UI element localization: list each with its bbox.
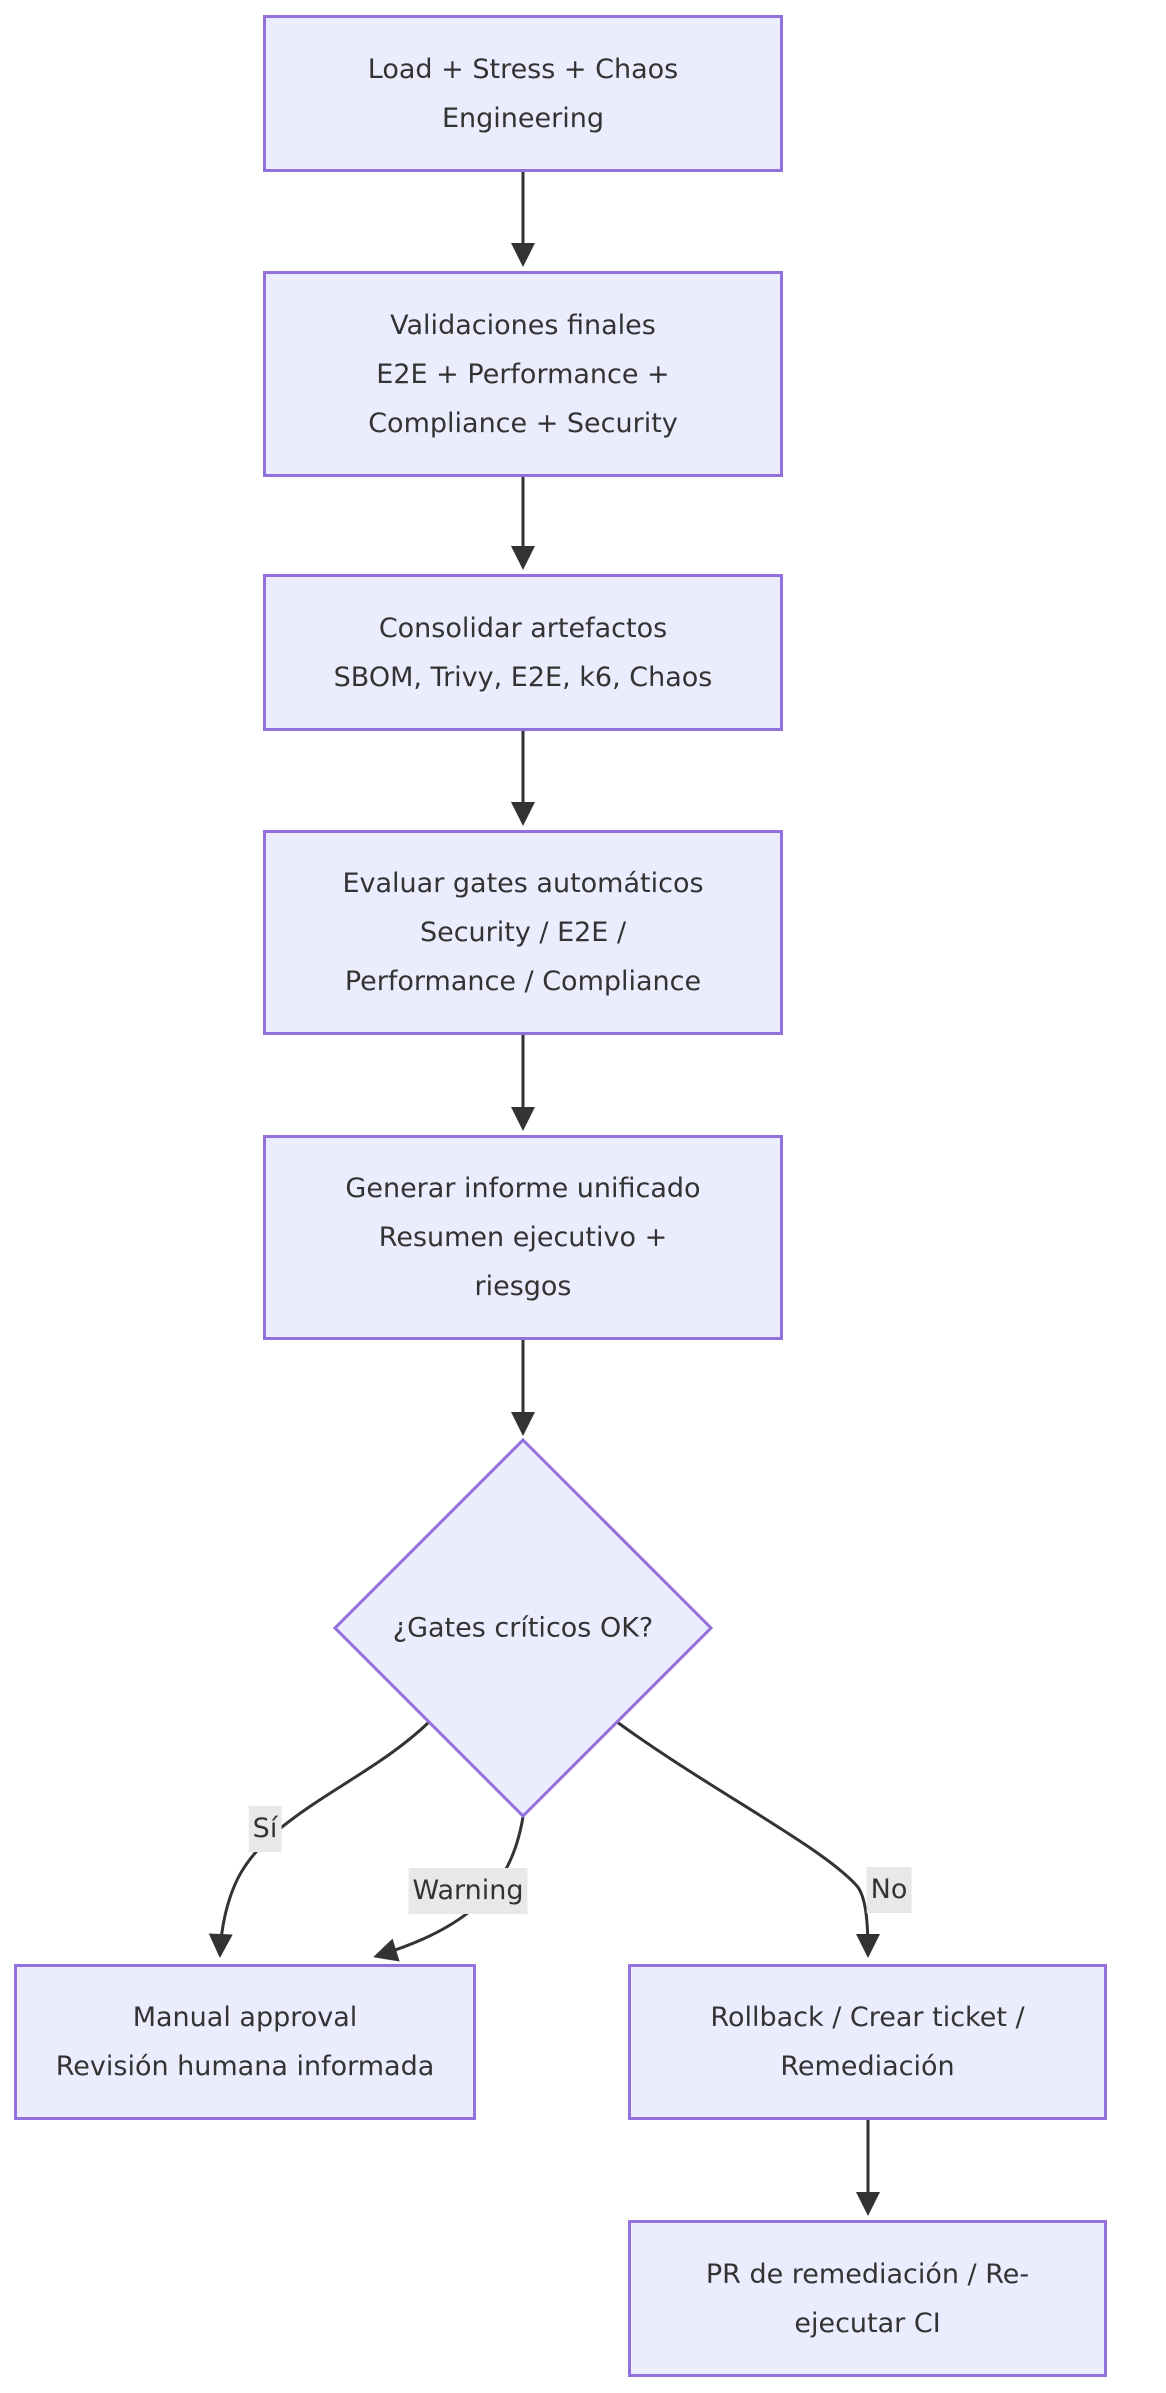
node-text: PR de remediación / Re- <box>705 2258 1030 2290</box>
node-text: Generar informe unificado <box>345 1173 701 1204</box>
node-manual-approval: Manual approval Revisión humana informad… <box>14 1964 476 2120</box>
node-validaciones-finales: Validaciones finales E2E + Performance +… <box>263 271 783 477</box>
node-text: Load + Stress + Chaos <box>367 53 679 85</box>
node-text: SBOM, Trivy, E2E, k6, Chaos <box>333 661 713 693</box>
edge-label-no: No <box>866 1867 912 1913</box>
node-text: Engineering <box>442 102 604 134</box>
node-text: ejecutar CI <box>794 2307 941 2339</box>
node-rollback: Rollback / Crear ticket / Remediación <box>628 1964 1107 2120</box>
node-text: riesgos <box>474 1271 572 1302</box>
node-text: Remediación <box>780 2051 955 2082</box>
node-text: Validaciones finales <box>390 309 656 341</box>
edge-label-warning: Warning <box>408 1868 528 1914</box>
node-text: Resumen ejecutivo + <box>378 1222 668 1253</box>
node-text: Revisión humana informada <box>55 2051 435 2082</box>
edge-label-si: Sí <box>248 1806 282 1852</box>
edge-gates-rollback-no <box>616 1720 880 1958</box>
decision-gates-criticos-diamond <box>332 1437 714 1819</box>
node-text: Manual approval <box>132 2002 358 2033</box>
decision-gates-criticos-label: ¿Gates críticos OK? <box>392 1612 654 1644</box>
node-text: Rollback / Crear ticket / <box>710 2002 1025 2033</box>
node-text: Security / E2E / <box>419 917 627 948</box>
node-pr-remediacion: PR de remediación / Re- ejecutar CI <box>628 2220 1107 2377</box>
node-text: Evaluar gates automáticos <box>342 868 704 899</box>
node-text: Consolidar artefactos <box>378 612 668 644</box>
node-generar-informe: Generar informe unificado Resumen ejecut… <box>263 1135 783 1340</box>
node-evaluar-gates: Evaluar gates automáticos Security / E2E… <box>263 830 783 1035</box>
node-text: Performance / Compliance <box>344 966 702 997</box>
node-text: Compliance + Security <box>368 407 678 439</box>
node-text: E2E + Performance + <box>376 358 670 390</box>
node-load-stress-chaos: Load + Stress + Chaos Engineering <box>263 15 783 172</box>
node-consolidar-artefactos: Consolidar artefactos SBOM, Trivy, E2E, … <box>263 574 783 731</box>
